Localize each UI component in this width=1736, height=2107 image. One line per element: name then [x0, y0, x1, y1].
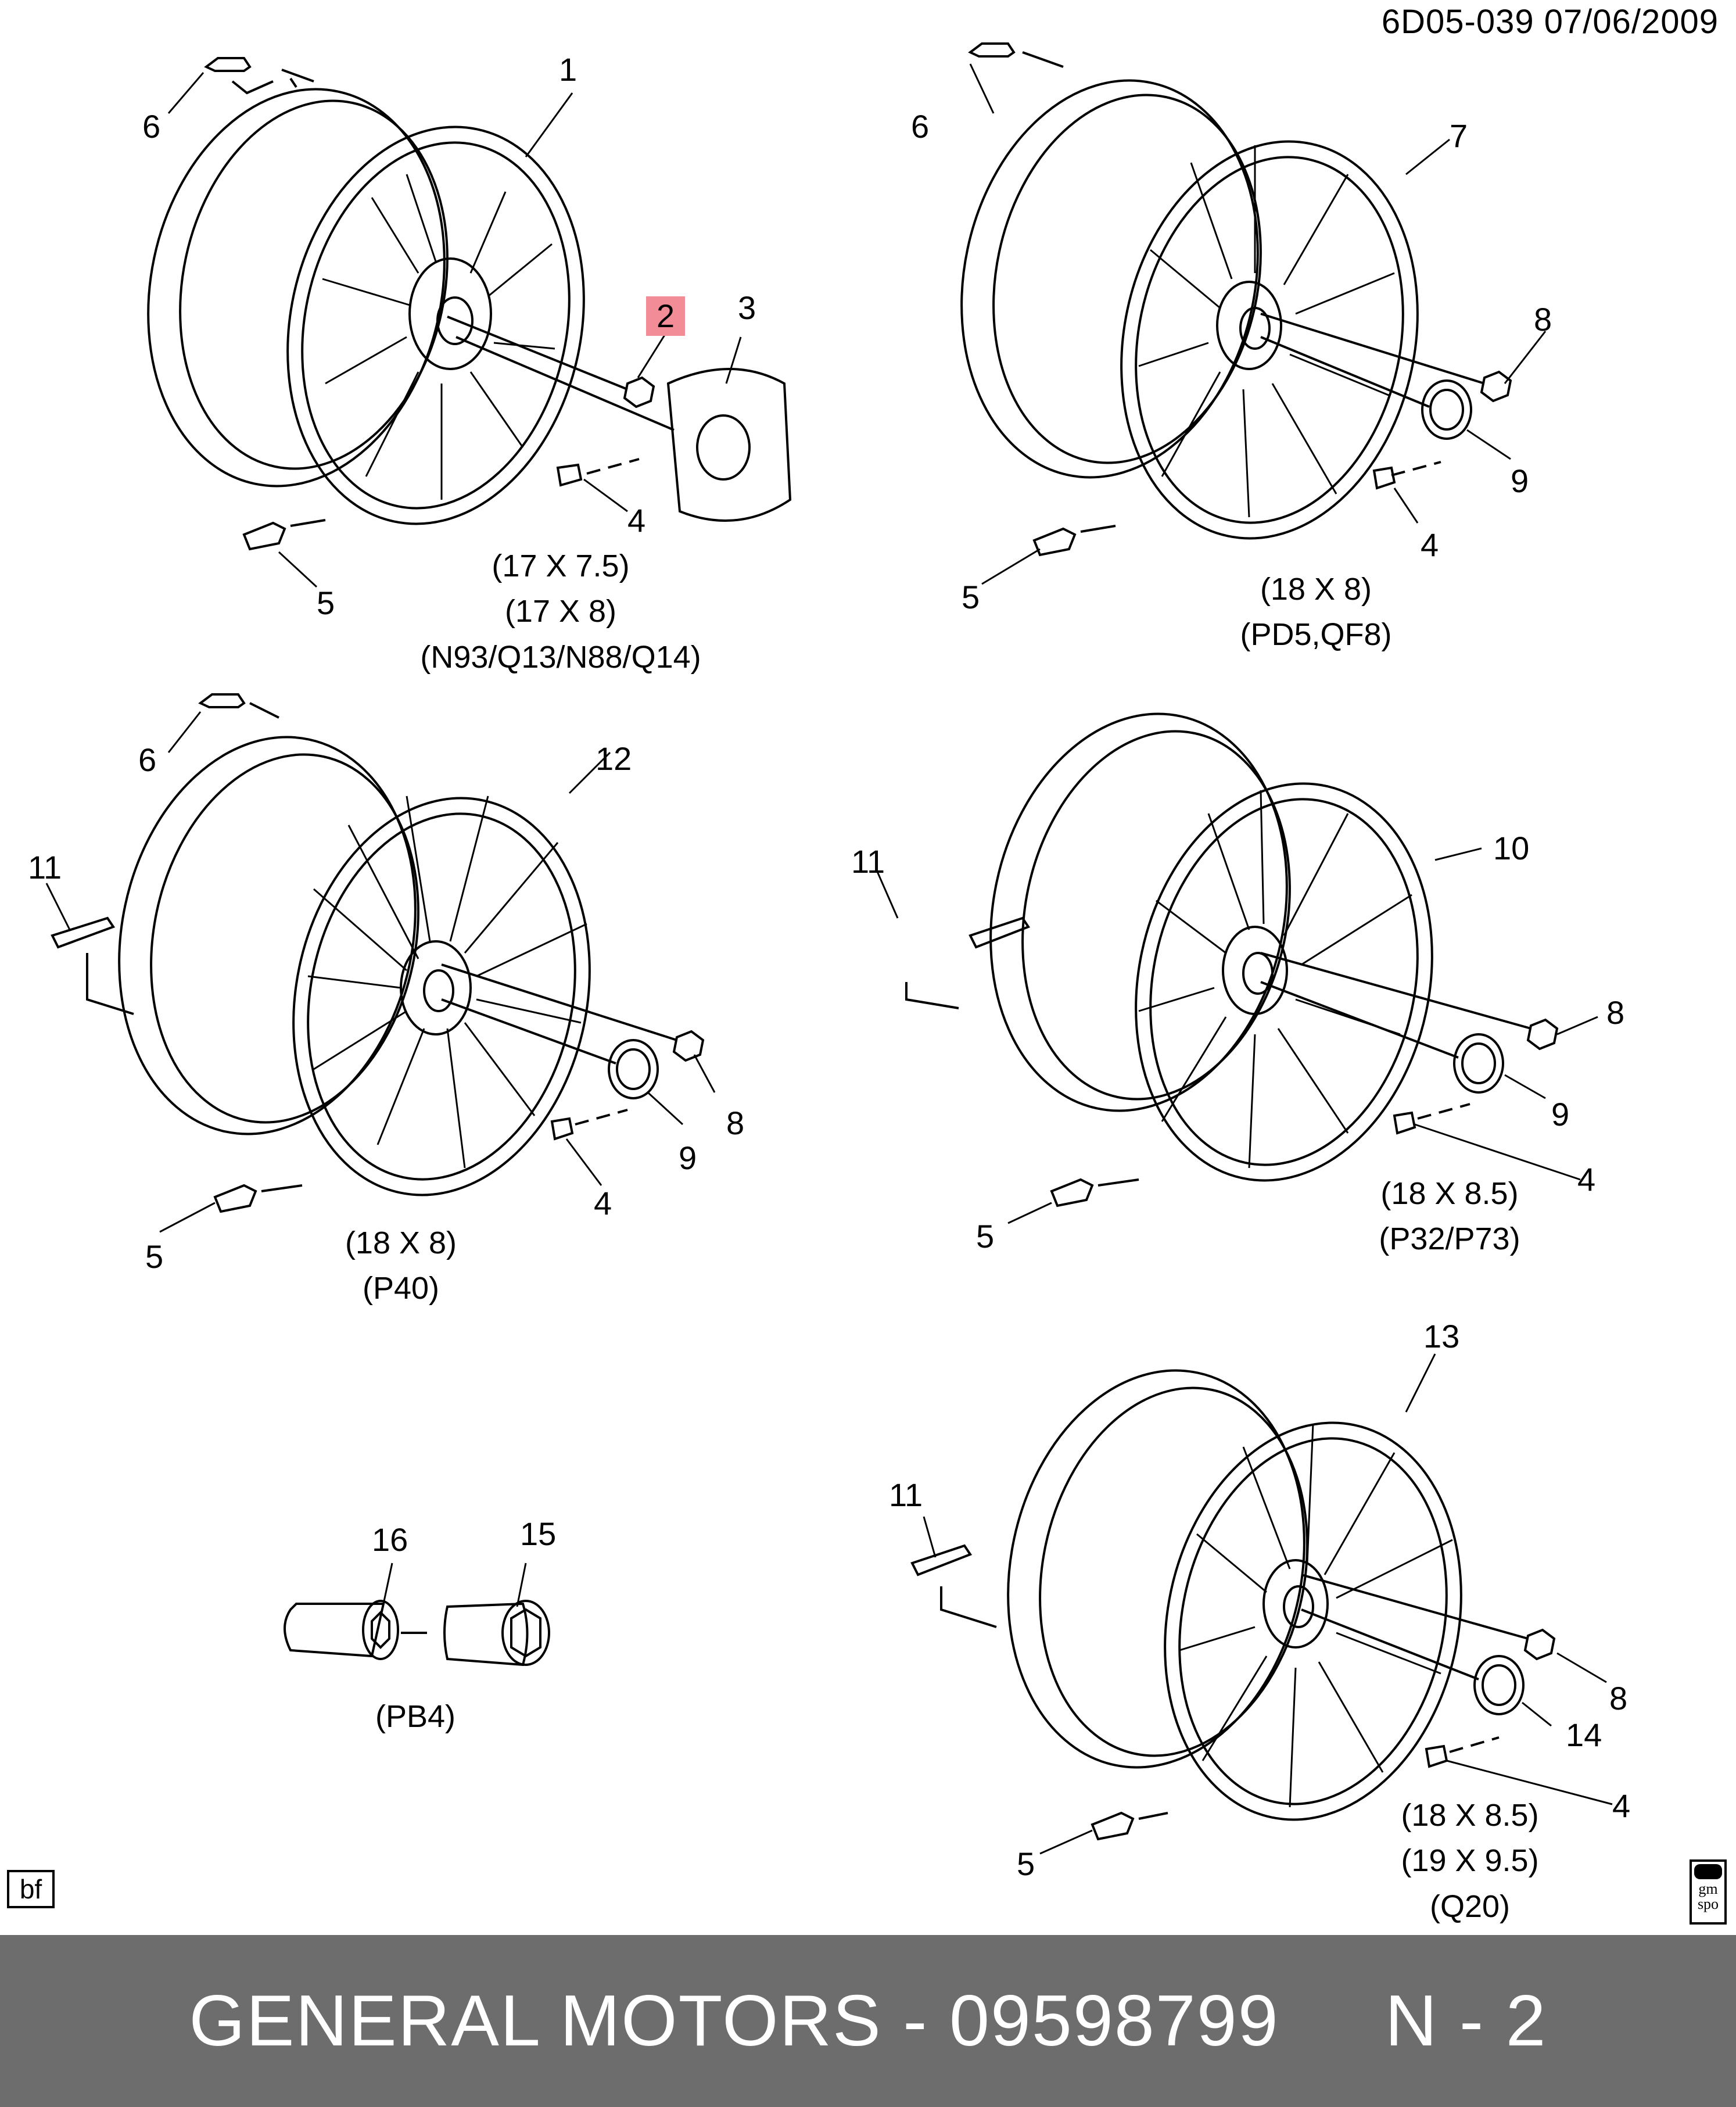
callout-8: 8 [1534, 301, 1552, 338]
wheel-diagram-art [0, 0, 1736, 1935]
callout-5: 5 [145, 1238, 164, 1275]
callout-13: 13 [1423, 1318, 1460, 1354]
callout-1: 1 [559, 51, 578, 88]
center-cap-icon [1422, 381, 1471, 439]
callout-11: 11 [851, 843, 885, 880]
lug-nut-icon [674, 1031, 703, 1060]
caption-line: (18 X 8.5) [1380, 1176, 1519, 1211]
wheel-1 [113, 62, 620, 552]
wheel-4-weight-icon [970, 918, 1028, 947]
callout-11: 11 [28, 849, 62, 886]
callout-5: 5 [317, 585, 335, 621]
callout-4: 4 [1421, 526, 1439, 563]
caption-line: (18 X 8.5) [1401, 1798, 1539, 1833]
callout-6: 6 [142, 108, 161, 145]
wheel-3-valve-stem-icon [200, 694, 244, 707]
footer-bar: GENERAL MOTORS - 09598799 N - 2 [0, 1935, 1736, 2107]
callout-16: 16 [372, 1521, 408, 1558]
callout-8: 8 [726, 1105, 745, 1141]
caption-line: (18 X 8) [1260, 572, 1372, 607]
gmspo-logo-icon: gm spo [1690, 1859, 1727, 1925]
center-cap-icon [1454, 1034, 1503, 1092]
caption-line: (17 X 7.5) [492, 549, 630, 583]
wheel-3 [84, 709, 626, 1223]
wheel-3-tpms-sensor-icon [215, 1185, 256, 1212]
callout-9: 9 [1551, 1096, 1570, 1133]
wheel-3-weight-icon [52, 918, 113, 947]
callout-12: 12 [596, 740, 632, 777]
callout-6: 6 [911, 108, 930, 145]
callout-6: 6 [138, 741, 157, 778]
caption-line: (P40) [362, 1271, 440, 1306]
footer-part-number: GENERAL MOTORS - 09598799 N - 2 [189, 1981, 1547, 2061]
caption-line: (19 X 9.5) [1401, 1843, 1539, 1879]
lug-nut-icon [1528, 1020, 1557, 1049]
center-cap-icon [609, 1040, 658, 1098]
lock-bolt-icon [285, 1604, 383, 1656]
lug-nut-icon [1525, 1630, 1554, 1659]
caption-line: (P32/P73) [1379, 1221, 1520, 1257]
callout-14: 14 [1566, 1717, 1602, 1753]
wheel-6-caption: (18 X 8.5) (19 X 9.5) (Q20) [1401, 1793, 1538, 1929]
wheel-6-weight-icon [912, 1546, 970, 1575]
callout-4: 4 [1577, 1161, 1596, 1198]
callout-9: 9 [679, 1140, 697, 1176]
caption-line: (N93/Q13/N88/Q14) [420, 639, 701, 675]
caption-line: (17 X 8) [504, 594, 617, 629]
callout-7: 7 [1450, 117, 1468, 154]
wheel-2-caption: (18 X 8) (PD5,QF8) [1240, 567, 1391, 658]
bf-label: bf [7, 1870, 55, 1908]
lug-nut-icon [1482, 372, 1511, 401]
wheel-6-tpms-sensor-icon [1092, 1813, 1133, 1839]
callout-4: 4 [1612, 1787, 1631, 1824]
wheel-3-caption: (18 X 8) (P40) [345, 1220, 457, 1311]
wheel-lock-set [285, 1601, 549, 1665]
callout-5: 5 [1017, 1846, 1035, 1882]
lock-key-icon [444, 1604, 528, 1665]
callout-15: 15 [520, 1515, 557, 1552]
wheel-4 [955, 686, 1468, 1209]
callout-4: 4 [594, 1185, 612, 1221]
wheel-1-valve-stem-icon [206, 58, 250, 71]
callout-5: 5 [962, 579, 980, 615]
callout-10: 10 [1493, 830, 1530, 866]
wheel-2 [926, 53, 1454, 567]
gmspo-logo-bar [1694, 1864, 1722, 1879]
caption-line: (18 X 8) [345, 1226, 457, 1260]
callout-8: 8 [1606, 994, 1625, 1031]
wheel-1-tpms-sensor-icon [244, 523, 285, 549]
callout-5: 5 [976, 1218, 995, 1255]
callout-4: 4 [627, 502, 646, 539]
gmspo-logo-text: gm spo [1697, 1880, 1719, 1912]
callout-2-highlighted[interactable]: 2 [646, 296, 686, 336]
callout-11: 11 [889, 1477, 923, 1513]
wheel-4-caption: (18 X 8.5) (P32/P73) [1379, 1171, 1520, 1262]
caption-line: (PB4) [375, 1699, 456, 1734]
lug-nut-icon [625, 378, 654, 407]
caption-line: (PD5,QF8) [1240, 617, 1392, 653]
wheel-1-caption: (17 X 7.5) (17 X 8) (N93/Q13/N88/Q14) [420, 543, 701, 680]
caption-line: (Q20) [1429, 1889, 1511, 1924]
callout-3: 3 [738, 289, 756, 326]
center-cap-icon [1475, 1656, 1523, 1714]
callout-8: 8 [1609, 1680, 1628, 1717]
callout-9: 9 [1511, 463, 1529, 499]
wheel-2-valve-stem-icon [970, 44, 1014, 56]
wheel-lock-caption: (PB4) [375, 1694, 455, 1739]
wheel-4-tpms-sensor-icon [1052, 1180, 1092, 1206]
center-cap-icon [668, 369, 790, 521]
document-id: 6D05-039 07/06/2009 [1381, 3, 1719, 41]
wheel-6 [973, 1343, 1497, 1848]
wheel-2-tpms-sensor-icon [1034, 529, 1075, 555]
